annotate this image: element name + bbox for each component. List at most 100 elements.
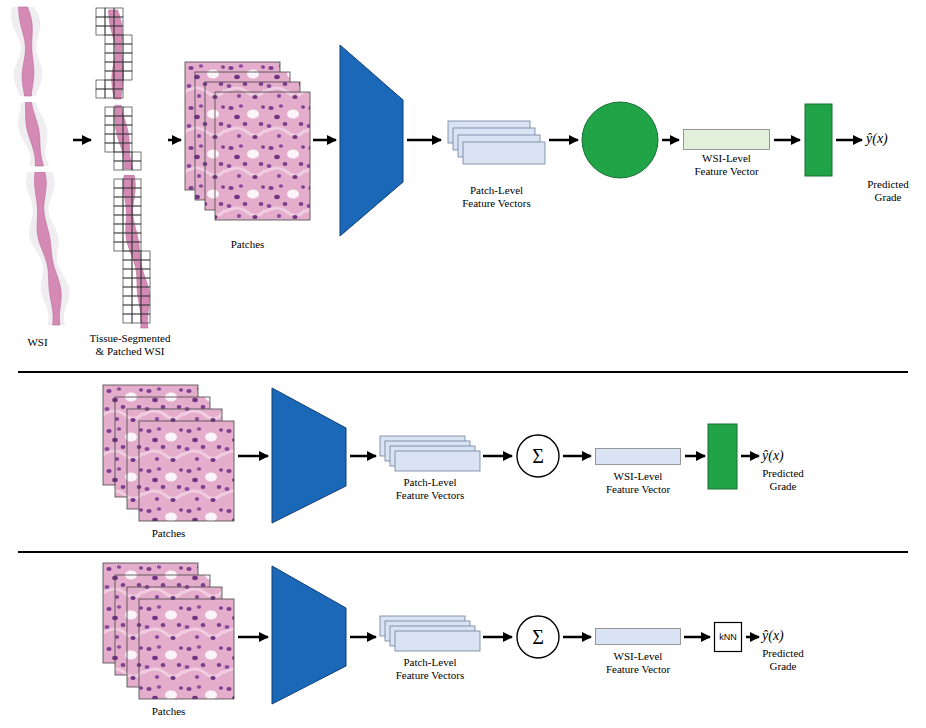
vectors-shape: [380, 436, 480, 471]
patch-grid-cell: [123, 269, 132, 278]
patch-grid-cell: [123, 224, 132, 233]
patch-grid-cell: [114, 35, 123, 44]
knn-box: kNN: [714, 622, 742, 652]
aggregator-circle: [582, 102, 658, 178]
patch-stack: Patches: [103, 563, 234, 699]
prediction-symbol: ŷ(x): [866, 130, 906, 148]
patch-grid-cell: [114, 134, 123, 143]
patch-grid-cell: [105, 125, 114, 134]
patch-grid-cell: [141, 260, 150, 269]
feature-vector: [596, 449, 681, 465]
classifier-block: [708, 424, 737, 489]
patch-grid-cell: [132, 197, 141, 206]
patch-grid-cell: [105, 8, 114, 17]
patch-grid-cell: [123, 116, 132, 125]
tissue-strip: [124, 175, 150, 328]
patch-grid-cell: [132, 215, 141, 224]
feature-stack: Patch-Level Feature Vectors: [380, 436, 480, 471]
patch-grid-cell: [114, 161, 123, 170]
patch-grid-cell: [141, 296, 150, 305]
tissue-strip: [19, 7, 34, 96]
flow-arrow: [483, 455, 512, 458]
patch-grid-cell: [114, 242, 123, 251]
flow-arrow: [563, 636, 591, 639]
patch-grid-cell: [141, 305, 150, 314]
patch-grid-cell: [114, 107, 123, 116]
classifier-block: [805, 104, 832, 176]
feature-vector: [463, 142, 545, 164]
node-caption: WSI-Level Feature Vector: [598, 650, 678, 676]
flow-arrow: [313, 139, 336, 142]
patch-grid-cell: [114, 152, 123, 161]
tissue-strip: [35, 172, 62, 325]
patch-grid-cell: [132, 242, 141, 251]
patch-grid-cell: [114, 26, 123, 35]
patched-slide: Tissue-Segmented & Patched WSI: [95, 8, 165, 330]
slide-glass: [11, 7, 42, 96]
patch-grid-cell: [105, 80, 114, 89]
patch-grid-cell: [114, 206, 123, 215]
patch-grid-cell: [114, 116, 123, 125]
patch-grid-cell: [123, 179, 132, 188]
node-caption: Patches: [129, 705, 209, 718]
patch-grid-cell: [114, 71, 123, 80]
symbol-text: Σ: [516, 434, 560, 478]
flow-arrow: [350, 455, 376, 458]
symbol-text: Σ: [516, 615, 560, 659]
patch-grid-cell: [123, 206, 132, 215]
slide-feature-vector: WSI-Level Feature Vector: [595, 448, 681, 465]
patch-grid-cell: [114, 8, 123, 17]
sum-outline: [517, 435, 559, 477]
flow-arrow: [238, 455, 268, 458]
flow-arrow: [746, 636, 759, 639]
flow-arrow: [350, 636, 376, 639]
patch-stack: Patches: [103, 385, 234, 521]
node-caption: Patch-Level Feature Vectors: [390, 656, 470, 682]
patch-grid-cell: [114, 17, 123, 26]
patch-grid-cell: [105, 53, 114, 62]
patch-grid-cell: [123, 251, 132, 260]
encoder-trapezoid: [340, 45, 403, 236]
panel-separator: [18, 371, 908, 373]
patch-grid-cell: [114, 125, 123, 134]
patch-grid-cell: [132, 296, 141, 305]
patch-stack: Patches: [185, 62, 310, 220]
node-caption: Patch-Level Feature Vectors: [457, 184, 537, 210]
patch-grid-cell: [123, 143, 132, 152]
patch-grid-cell: [132, 188, 141, 197]
output-caption: Predicted Grade: [862, 178, 914, 204]
node-caption: Patch-Level Feature Vectors: [390, 476, 470, 502]
vec-shape: [595, 448, 681, 465]
flow-arrow: [168, 139, 181, 142]
vec-shape: [683, 129, 770, 150]
patch-grid-cell: [105, 26, 114, 35]
flow-arrow: [238, 636, 268, 639]
tissue-patch: [215, 92, 310, 220]
patch-grid-cell: [123, 35, 132, 44]
patch-grid-cell: [123, 215, 132, 224]
patch-grid-cell: [141, 269, 150, 278]
patch-grid-cell: [96, 8, 105, 17]
node-caption: Patches: [208, 238, 288, 251]
symbol-text: kNN: [714, 622, 742, 652]
patch-grid-cell: [96, 26, 105, 35]
patch-grid-cell: [132, 269, 141, 278]
flow-arrow: [741, 455, 759, 458]
patch-grid-cell: [114, 215, 123, 224]
vec-shape: [595, 628, 681, 645]
patch-grid-cell: [132, 152, 141, 161]
patch-grid-cell: [105, 116, 114, 125]
patch-grid-cell: [114, 80, 123, 89]
patch-grid-cell: [123, 296, 132, 305]
sum-outline: [517, 616, 559, 658]
patch-grid-cell: [114, 89, 123, 98]
patch-grid-cell: [141, 278, 150, 287]
patch-grid-cell: [123, 125, 132, 134]
patch-grid-cell: [123, 107, 132, 116]
flow-arrow: [549, 139, 578, 142]
patch-grid-cell: [141, 287, 150, 296]
flow-arrow: [685, 455, 705, 458]
patch-grid-cell: [105, 89, 114, 98]
